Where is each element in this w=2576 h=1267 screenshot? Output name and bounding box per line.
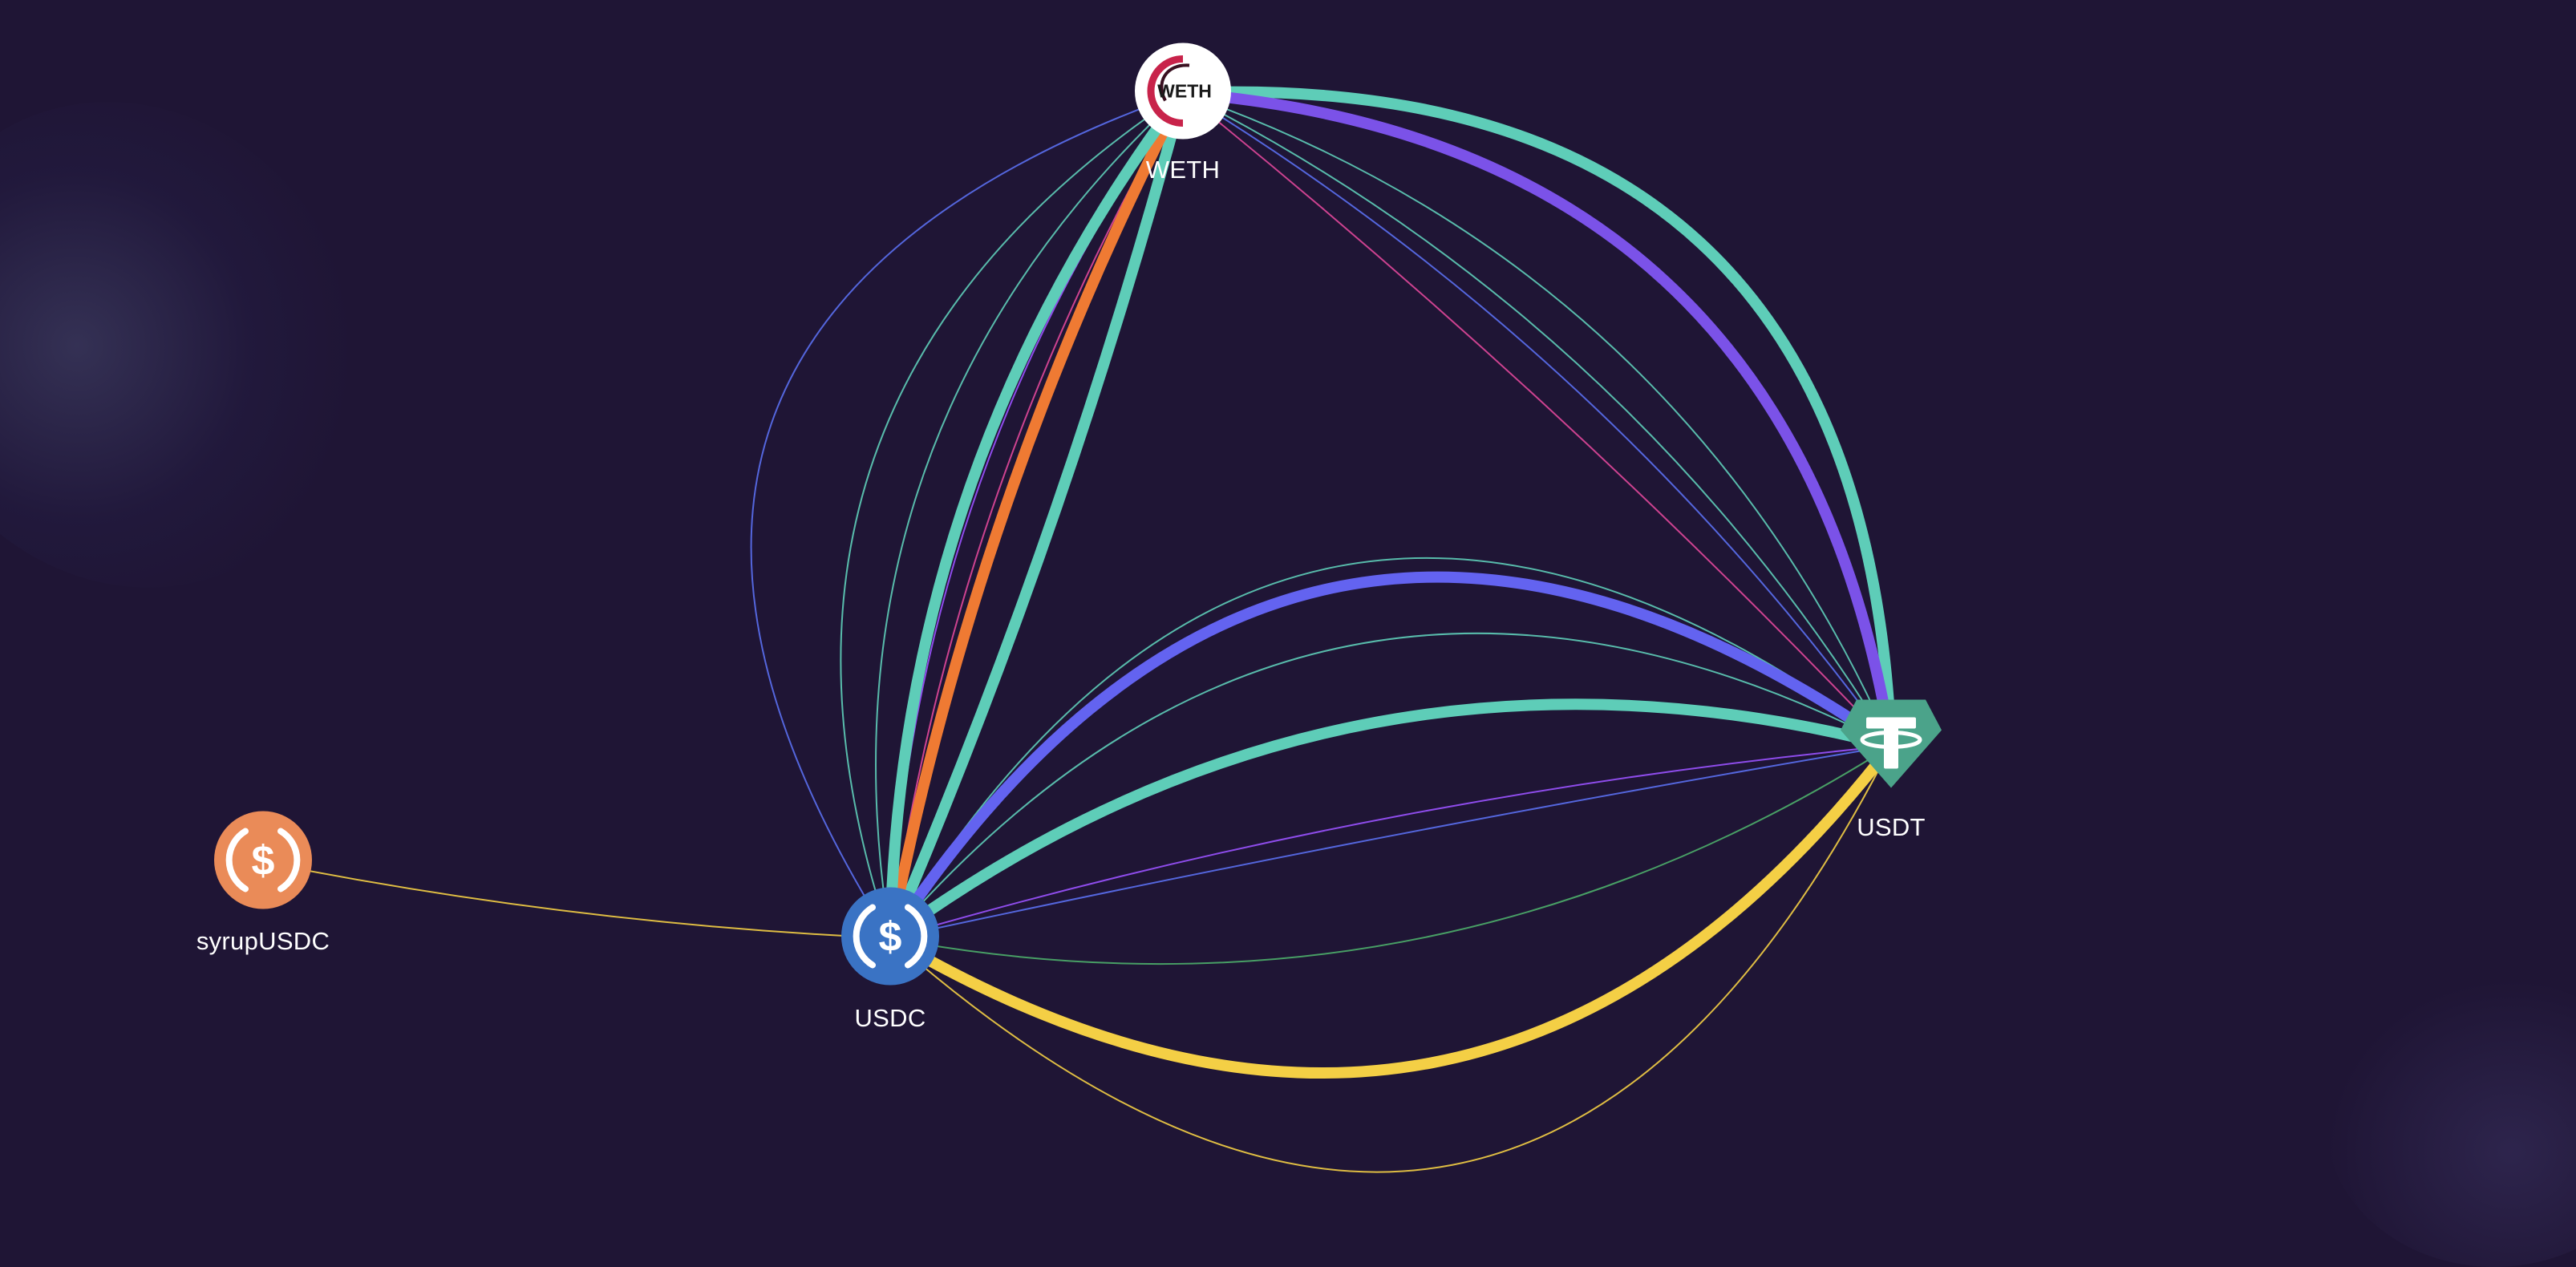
edge-weth-usdc-blue-thin[interactable] [750,92,1184,939]
edge-usdc-usdt-teal-thin[interactable] [889,557,1892,939]
edge-weth-usdt-purple-heavy[interactable] [1177,87,1897,751]
edge-weth-usdt-blue-thin[interactable] [1182,92,1892,747]
edge-weth-usdc-orange-heavy[interactable] [885,87,1189,944]
edges-layer [262,86,1897,1173]
edge-weth-usdc-violet-thin[interactable] [889,92,1184,939]
node-usdc[interactable]: $ [840,887,940,990]
tether-icon: T [1839,697,1942,788]
edge-weth-usdc-teal-heavy[interactable] [885,87,1189,944]
edge-usdc-usdt-green-thin[interactable] [889,745,1892,965]
edge-usdc-usdt-blue-thin[interactable] [889,745,1892,939]
edge-usdc-usdt-teal-thin[interactable] [889,632,1892,939]
node-label-weth: WETH [1145,156,1221,184]
edge-weth-usdt-teal-thin[interactable] [1182,92,1892,747]
usd-coin-icon-text: $ [879,914,902,961]
node-label-usdt: USDT [1857,813,1926,841]
edge-usdc-usdt-violet-thin[interactable] [889,745,1892,939]
edge-usdc-usdt-teal-heavy[interactable] [885,698,1897,944]
edge-usdc-usdt-yellow-thin[interactable] [889,745,1892,1173]
edge-weth-usdt-teal-thin[interactable] [1182,92,1892,747]
node-syrupusdc[interactable]: $ [213,811,313,914]
edge-weth-usdc-teal-thin[interactable] [840,92,1184,939]
usd-coin-icon: $ [841,887,939,986]
edge-weth-usdc-teal-thin[interactable] [875,92,1184,939]
weth-icon: WETH [1135,43,1231,140]
edge-weth-usdc-teal-heavy[interactable] [885,87,1189,944]
edge-weth-usdt-teal-heavy[interactable] [1177,86,1897,751]
edge-usdc-usdt-indigo-heavy[interactable] [885,571,1897,944]
edge-syrupusdc-usdc-yellow-thin[interactable] [262,861,891,939]
tether-icon-text: T [1839,697,1840,698]
node-label-syrupusdc: syrupUSDC [196,927,330,955]
node-label-usdc: USDC [854,1004,926,1032]
syrup-usd-coin-icon-text: $ [252,838,275,884]
edge-weth-usdc-pink-thin[interactable] [889,92,1184,939]
weth-icon-text: WETH [1157,81,1212,102]
edge-weth-usdt-pink-thin[interactable] [1182,92,1892,747]
node-usdt[interactable]: T [1839,697,1943,795]
node-weth[interactable]: WETH [1133,42,1233,145]
syrup-usd-coin-icon: $ [214,811,312,909]
edge-usdc-usdt-yellow-heavy[interactable] [885,740,1897,1079]
